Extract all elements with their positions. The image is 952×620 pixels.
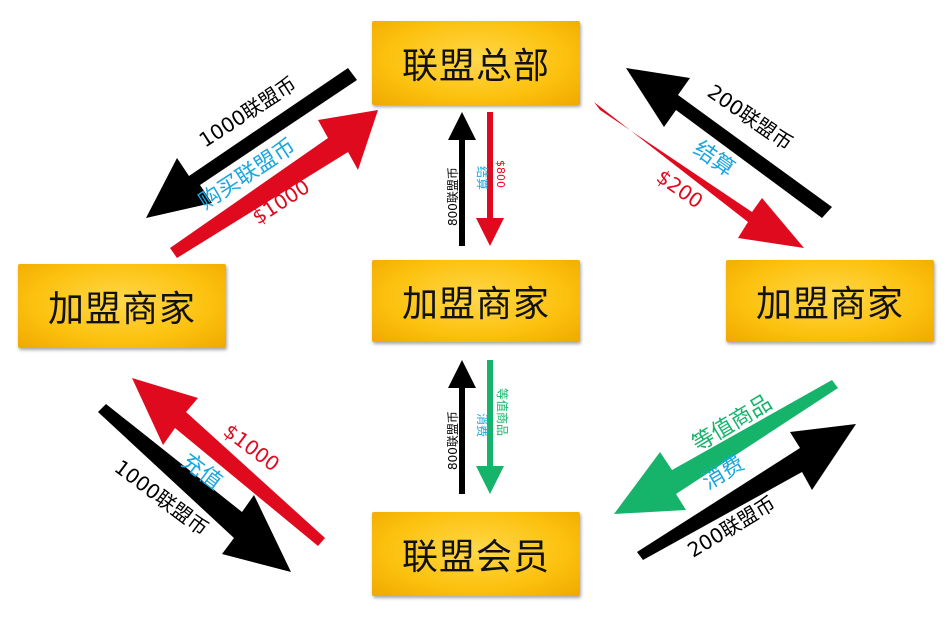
arrow-green-c-bot (476, 360, 504, 494)
node-merchant-left-label: 加盟商家 (47, 289, 196, 330)
node-merchant-center: 加盟商家 (372, 260, 580, 342)
label-c-bot-goods: 等值商品 (495, 388, 510, 436)
node-merchant-left: 加盟商家 (18, 264, 226, 348)
arrow-red-tr (594, 102, 804, 248)
node-merchant-right: 加盟商家 (726, 260, 934, 342)
arrow-black-c-top (448, 112, 476, 246)
arrow-black-br (637, 424, 856, 560)
arrow-red-c-top (476, 112, 504, 246)
arrow-black-c-bot (448, 360, 476, 494)
arrow-black-tr (626, 68, 832, 218)
label-c-top-coins: 800联盟币 (446, 167, 460, 226)
label-c-top-money: $800 (494, 160, 507, 188)
arrow-green-br (614, 380, 838, 514)
arrow-black-tl (146, 68, 357, 218)
label-c-bot-coins: 800联盟币 (446, 411, 460, 470)
node-member-label: 联盟会员 (401, 537, 550, 578)
label-c-top-action: 结算 (475, 166, 490, 190)
node-member: 联盟会员 (372, 512, 580, 596)
arrow-red-tl (170, 110, 378, 258)
node-merchant-center-label: 加盟商家 (401, 284, 550, 325)
node-merchant-right-label: 加盟商家 (755, 284, 904, 325)
node-hq: 联盟总部 (372, 21, 580, 105)
arrow-red-bl (132, 378, 325, 546)
node-hq-label: 联盟总部 (401, 46, 550, 87)
label-c-bot-action: 消费 (475, 413, 489, 437)
label-tr-money: $200 (652, 164, 707, 213)
arrow-black-bl (98, 404, 291, 572)
label-tr-coins: 200联盟币 (703, 79, 797, 155)
